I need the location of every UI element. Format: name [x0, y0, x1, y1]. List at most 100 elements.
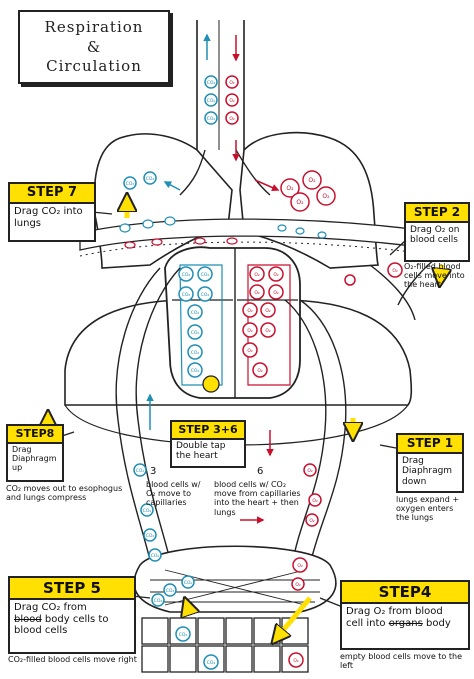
o2-cell-label: O₂ [297, 563, 303, 569]
step-3-6-label: STEP 3+6 [172, 422, 244, 440]
step-8-label: STEP8 [8, 426, 62, 444]
o2-cell-label: O₂ [229, 116, 235, 122]
o2-cell-label: O₂ [229, 80, 235, 86]
step-5-text-b: body [44, 613, 70, 625]
title-line-2: & [86, 38, 102, 56]
step-5-text-c: cells to [72, 613, 109, 625]
o2-cell-label: O₂ [247, 308, 253, 314]
step-4-text: Drag O₂ from blood cell into organs body [346, 606, 464, 629]
o2-cell-label: O₂ [254, 290, 260, 296]
co2-cell-label: CO₂ [201, 292, 210, 298]
trachea [196, 20, 245, 150]
step-7-text: Drag CO₂ into lungs [14, 206, 83, 229]
body-cells [141, 617, 309, 673]
capillary-cells [119, 216, 327, 239]
step-2-text: Drag O₂ on blood cells [410, 225, 460, 246]
co2-cell-label: CO₂ [207, 80, 216, 86]
co2-blood-cells [123, 75, 219, 670]
co2-cell-label: CO₂ [146, 533, 155, 539]
step-2-card[interactable]: STEP 2 Drag O₂ on blood cells [404, 202, 470, 262]
step-5-struck: blood [14, 613, 42, 625]
step-5-card[interactable]: STEP 5 Drag CO₂ from blood body cells to… [8, 576, 136, 654]
o2-cell-label: O₂ [273, 272, 279, 278]
o2-cell-label: O₂ [308, 177, 316, 184]
note-co2-out: CO₂ moves out to esophogus and lungs com… [6, 484, 123, 503]
co2-cell-label: CO₂ [207, 660, 216, 666]
step-1-text: Drag Diaphragm down [402, 456, 453, 487]
capillary-cells-red [124, 237, 238, 249]
heart-button-icon[interactable] [202, 375, 220, 393]
o2-cell-label: O₂ [247, 348, 253, 354]
o2-cell-label: O₂ [265, 328, 271, 334]
o2-cell-label: O₂ [293, 658, 299, 664]
bronchi [179, 149, 271, 196]
diaphragm [64, 299, 413, 406]
step-7-label: STEP 7 [10, 184, 94, 204]
note-6-text: blood cells w/ CO₂ move from capillaries… [214, 480, 301, 517]
o2-cell-label: O₂ [286, 185, 294, 192]
co2-cell-label: CO₂ [191, 330, 200, 336]
step-7-card[interactable]: STEP 7 Drag CO₂ into lungs [8, 182, 96, 242]
co2-cell-label: CO₂ [182, 272, 191, 278]
note-3-text: blood cells w/ O₂ move to capillaries [146, 480, 201, 508]
o2-cell-label: O₂ [309, 518, 315, 524]
step-2-label: STEP 2 [406, 204, 468, 223]
yellow-action-arrows [48, 198, 442, 640]
step-4-text-a: Drag O₂ from blood [346, 606, 443, 617]
step-5-text: Drag CO₂ from blood body cells to blood … [14, 602, 130, 637]
o2-cell-label: O₂ [312, 498, 318, 504]
o2-cell-label: O₂ [392, 268, 398, 274]
step-8-card[interactable]: STEP8 Drag Diaphragm up [6, 424, 64, 482]
co2-cell-label: CO₂ [191, 350, 200, 356]
note-o2-filled: O₂-filled blood cells move into the hear… [404, 262, 465, 290]
note-lungs-expand: lungs expand + oxygen enters the lungs [396, 495, 460, 523]
note-3-number: 3 [150, 466, 157, 477]
co2-cell-label: CO₂ [207, 98, 216, 104]
co2-cell-label: CO₂ [126, 181, 135, 187]
o2-cell-label: O₂ [247, 328, 253, 334]
step-8-text: Drag Diaphragm up [12, 445, 57, 473]
co2-cell-label: CO₂ [151, 553, 160, 559]
co2-cell-label: CO₂ [166, 588, 175, 594]
co2-cell-label: CO₂ [179, 632, 188, 638]
o2-blood-cells [225, 75, 403, 668]
step-4-text-c: body [426, 617, 451, 629]
o2-cell-label: O₂ [254, 272, 260, 278]
step-4-label: STEP4 [342, 582, 468, 604]
title-line-1: Respiration [44, 18, 144, 36]
step-5-text-d: blood cells [14, 625, 68, 636]
o2-cell-label: O₂ [265, 308, 271, 314]
flow-arrows [146, 33, 280, 524]
title-box: Respiration & Circulation [18, 10, 170, 84]
step-4-text-b: cell into [346, 617, 386, 629]
note-co2-filled: CO₂-filled blood cells move right [8, 655, 137, 664]
co2-cell-label: CO₂ [207, 116, 216, 122]
step-1-label: STEP 1 [398, 435, 462, 454]
step-5-text-a: Drag CO₂ from [14, 602, 87, 613]
note-6-number: 6 [257, 466, 264, 477]
step-1-card[interactable]: STEP 1 Drag Diaphragm down [396, 433, 464, 493]
co2-cell-label: CO₂ [146, 176, 155, 182]
o2-cell-label: O₂ [295, 582, 301, 588]
co2-cell-label: CO₂ [191, 310, 200, 316]
co2-cell-label: CO₂ [136, 468, 145, 474]
co2-cell-label: CO₂ [154, 598, 163, 604]
co2-cell-label: CO₂ [143, 508, 152, 514]
step-5-label: STEP 5 [10, 578, 134, 600]
o2-cell-label: O₂ [296, 199, 304, 206]
step-3-6-card[interactable]: STEP 3+6 Double tap the heart [170, 420, 246, 468]
co2-cell-label: CO₂ [191, 368, 200, 374]
step-3-6-text: Double tap the heart [176, 441, 226, 462]
o2-cell-label: O₂ [257, 368, 263, 374]
co2-cell-label: CO₂ [182, 292, 191, 298]
o2-cell-label: O₂ [229, 98, 235, 104]
note-empty-left: empty blood cells move to the left [340, 652, 462, 671]
co2-cell-label: CO₂ [201, 272, 210, 278]
o2-cell-label: O₂ [322, 193, 330, 200]
step-4-card[interactable]: STEP4 Drag O₂ from blood cell into organ… [340, 580, 470, 650]
step-4-struck: organs [388, 617, 423, 629]
co2-cell-label: CO₂ [184, 580, 193, 586]
o2-cell-label: O₂ [307, 468, 313, 474]
o2-cell-label: O₂ [273, 290, 279, 296]
